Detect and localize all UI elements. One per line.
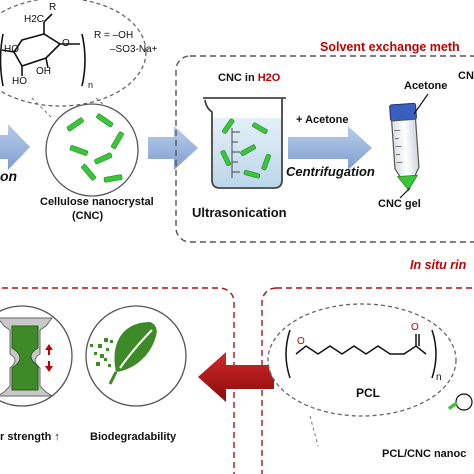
leaf-particles <box>90 338 113 367</box>
cnc-rods <box>66 113 124 183</box>
beaker-cnc-rods <box>220 118 271 179</box>
gel-pointer <box>399 187 411 199</box>
cnc-rod <box>252 122 268 134</box>
pcl-o-carbonyl: O <box>411 322 419 333</box>
arrow-blue-left <box>0 124 30 170</box>
structure-r-label: R <box>49 2 57 13</box>
cnc-label-line1: Cellulose nanocrystal <box>40 196 154 208</box>
acetone-label: Acetone <box>404 80 448 92</box>
structure-o-label: O <box>62 38 70 49</box>
structure-ho-bottom: HO <box>12 76 27 87</box>
ring-left-bond <box>1 49 15 53</box>
centrifuge-tube <box>389 102 420 192</box>
structure-r-def-2: –SO3-Na+ <box>110 44 158 55</box>
structure-bubble <box>0 0 147 107</box>
tensile-circle <box>0 305 73 407</box>
cnc-gel-label: CNC gel <box>378 198 421 210</box>
cnc-rod <box>222 118 235 134</box>
pcl-bubble <box>267 303 473 417</box>
cnc-label-line2: (CNC) <box>72 210 104 222</box>
pcl-o-ester: O <box>297 336 305 347</box>
solvent-exchange-title: Solvent exchange meth <box>318 40 462 54</box>
pcl-bonds <box>285 329 437 379</box>
arrow-red <box>198 352 274 402</box>
right-bracket <box>81 33 86 87</box>
cnc-rod <box>94 152 113 165</box>
left-bracket <box>0 33 4 87</box>
cnc-rod <box>103 174 123 183</box>
pcl-label: PCL <box>356 386 380 400</box>
pcl-connector <box>309 415 319 447</box>
pcl-ellipse <box>267 303 457 417</box>
cn-cut-label: CN <box>458 70 474 82</box>
cnc-rod <box>81 164 97 181</box>
structure-r-def-1: R = –OH <box>94 30 134 41</box>
cnc-rod <box>220 150 232 167</box>
structure-oh-ring: OH <box>36 66 51 77</box>
solvent-exchange-box <box>175 55 474 243</box>
biodegradability-circle <box>85 305 187 407</box>
cnc-in-label: CNC in <box>218 72 258 84</box>
cnc-rod <box>243 170 261 179</box>
pcl-right-bracket <box>431 329 437 379</box>
insitu-title: In situ rin <box>410 258 467 272</box>
insitu-box <box>261 287 474 474</box>
beaker <box>203 97 286 189</box>
leaf-vein <box>119 329 153 369</box>
strength-arrows <box>45 344 53 372</box>
strength-label: r strength ↑ <box>0 431 60 443</box>
pyranose-ring <box>0 13 86 87</box>
pcl-chain <box>295 345 427 355</box>
cnc-in-h2o-label: CNC in H2O <box>218 72 280 84</box>
arrow-blue-to-beaker <box>148 126 198 170</box>
cnc-circle-outline <box>45 103 139 197</box>
leaf-stem <box>108 371 118 385</box>
ring-oh-bond <box>45 57 49 69</box>
cnc-rod <box>111 131 124 150</box>
h2o-label: H2O <box>257 72 281 84</box>
left-cut-label: on <box>0 168 18 184</box>
cnc-rod <box>240 144 256 156</box>
pcl-cnc-label: PCL/CNC nanoc <box>382 448 467 460</box>
pcl-left-bracket <box>285 329 291 379</box>
structure-n-sub: n <box>88 80 94 90</box>
acetone-pointer <box>413 93 429 115</box>
pcl-n-sub: n <box>436 372 442 383</box>
centrifugation-label: Centrifugation <box>286 164 375 179</box>
structure-ch2-label: H2C <box>24 14 45 25</box>
structure-ho-left: HO <box>4 44 19 55</box>
beaker-graduations <box>231 128 240 178</box>
cnc-rod <box>448 401 458 410</box>
structure-ellipse <box>0 0 147 107</box>
pcl-cnc-particle <box>455 393 473 411</box>
tube-cap <box>389 102 417 122</box>
ultrasonication-label: Ultrasonication <box>192 205 287 220</box>
cnc-rod <box>96 113 114 128</box>
ring-r-bond <box>43 13 53 23</box>
cnc-rod <box>261 153 271 171</box>
dogbone-specimen <box>11 325 39 391</box>
beaker-outline <box>204 98 283 189</box>
connector-left <box>31 97 53 119</box>
biodegradability-label: Biodegradability <box>90 431 177 443</box>
plus-acetone-label: + Acetone <box>296 114 349 126</box>
cnc-circle <box>45 103 139 197</box>
tube-graduations <box>394 129 403 164</box>
cnc-rod <box>69 145 89 156</box>
cnc-gel-layer <box>396 174 419 191</box>
arrow-blue-to-tube <box>288 126 372 170</box>
cnc-rod <box>66 117 84 132</box>
